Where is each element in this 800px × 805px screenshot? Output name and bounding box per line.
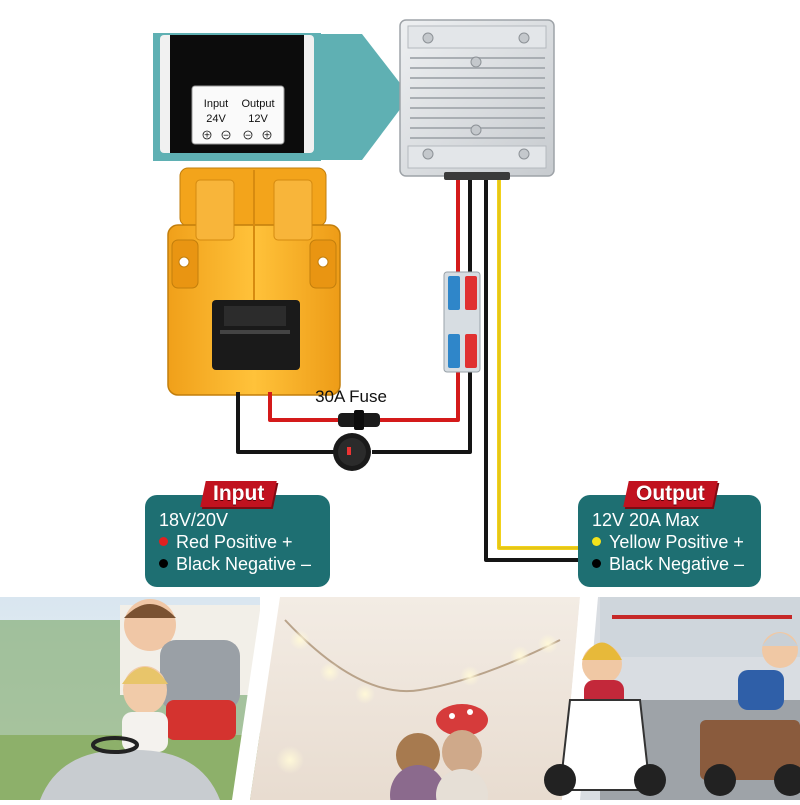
input-negative-label: Black Negative –	[176, 554, 312, 574]
output-rating: 12V 20A Max	[592, 510, 700, 530]
input-positive-row: Red Positive +	[159, 531, 293, 553]
input-positive-label: Red Positive +	[176, 532, 293, 552]
output-negative-row: Black Negative –	[592, 553, 744, 575]
output-tag: Output	[623, 481, 718, 507]
rocker-switch-icon	[333, 433, 371, 471]
screw-icon	[470, 56, 482, 68]
screw-icon	[518, 32, 530, 44]
fuse-label: 30A Fuse	[315, 387, 387, 406]
screw-icon	[470, 124, 482, 136]
label-input-title: Input	[204, 98, 228, 110]
callout-pointer	[318, 34, 410, 160]
terminal-icon	[202, 130, 212, 140]
photo-kids-ride-on-car	[0, 597, 260, 800]
terminal-sign: −	[223, 131, 229, 142]
mount-hole-icon	[178, 256, 190, 268]
terminal-sign: −	[245, 131, 251, 142]
photo-plush-toys	[250, 597, 580, 805]
terminal-icon	[243, 130, 253, 140]
screw-icon	[518, 148, 530, 160]
terminal-sign: +	[264, 131, 270, 142]
photo-kids-go-karts	[544, 597, 800, 800]
terminal-sign: +	[204, 131, 210, 142]
battery-adapter	[167, 167, 341, 396]
converter-label-zoom: Input Output 24V 12V + − − +	[153, 33, 321, 161]
dc-converter	[399, 19, 555, 180]
input-info-panel: Input 18V/20V Red Positive + Black Negat…	[145, 481, 330, 587]
label-output-title: Output	[241, 98, 274, 110]
mount-hole-icon	[317, 256, 329, 268]
output-tag-label: Output	[636, 482, 705, 505]
terminal-icon	[262, 130, 272, 140]
screw-icon	[422, 148, 434, 160]
yellow-dot-icon	[592, 537, 601, 546]
output-info-panel: Output 12V 20A Max Yellow Positive + Bla…	[578, 481, 761, 587]
red-dot-icon	[159, 537, 168, 546]
wiring	[236, 180, 580, 562]
input-voltage: 18V/20V	[159, 510, 229, 530]
wire-connector	[443, 271, 481, 373]
output-negative-label: Black Negative –	[609, 554, 745, 574]
output-positive-row: Yellow Positive +	[592, 531, 744, 553]
output-positive-label: Yellow Positive +	[609, 532, 744, 552]
screw-icon	[422, 32, 434, 44]
photo-strip	[0, 597, 800, 805]
terminal-icon	[221, 130, 231, 140]
input-negative-row: Black Negative –	[159, 553, 311, 575]
input-tag: Input	[200, 481, 278, 507]
input-tag-label: Input	[213, 482, 265, 505]
black-dot-icon	[159, 559, 168, 568]
black-dot-icon	[592, 559, 601, 568]
label-input-voltage: 24V	[206, 113, 226, 125]
label-output-voltage: 12V	[248, 113, 268, 125]
fuse-holder	[338, 410, 380, 430]
